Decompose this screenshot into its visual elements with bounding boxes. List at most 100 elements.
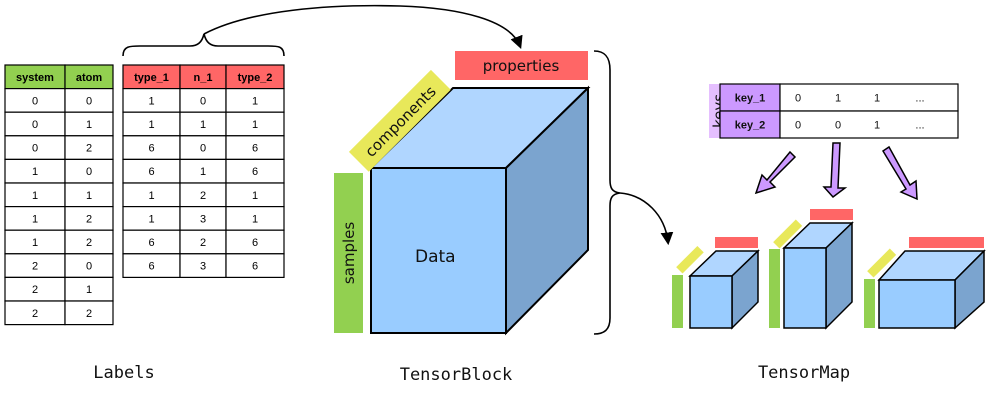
properties-table-row: 6 3 6 [122, 253, 285, 279]
key-value: 0 [795, 93, 801, 105]
properties-table-cell: 0 [200, 143, 206, 155]
tensorblock-caption: TensorBlock [400, 365, 513, 385]
samples-table-header-label: system [16, 72, 54, 84]
properties-table-cell: 1 [252, 213, 258, 225]
properties-table-cell: 1 [252, 119, 258, 131]
properties-link-arrow [203, 4, 523, 49]
properties-table-header-label: n_1 [194, 72, 213, 84]
properties-table-cell: 6 [148, 237, 154, 249]
properties-table-cell: 6 [252, 143, 258, 155]
block-3-components-bar [867, 248, 897, 278]
properties-table-cell: 1 [148, 95, 154, 107]
block-3-samples-bar [864, 279, 875, 328]
block-3-properties-bar [909, 237, 984, 248]
key-arrow-right [881, 145, 918, 201]
properties-table-cell: 1 [148, 213, 154, 225]
properties-table-cell: 1 [200, 119, 206, 131]
samples-table-cell: 1 [32, 166, 38, 178]
data-label: Data [415, 247, 456, 267]
samples-table-cell: 2 [86, 237, 92, 249]
samples-table-cell: 1 [32, 237, 38, 249]
properties-brace [122, 33, 285, 57]
key-value: 1 [874, 93, 880, 105]
key-value: ... [915, 120, 924, 132]
samples-table-cell: 1 [32, 190, 38, 202]
properties-table-cell: 6 [252, 237, 258, 249]
labels-caption: Labels [93, 363, 154, 383]
key-value: 0 [795, 120, 801, 132]
properties-table-cell: 2 [200, 237, 206, 249]
properties-table-header-label: type_2 [238, 72, 273, 84]
key-arrow-left [754, 150, 797, 195]
key-value: ... [915, 93, 924, 105]
block-1-components-bar [676, 245, 704, 274]
properties-table-cell: 6 [148, 166, 154, 178]
block-2-samples-bar [769, 249, 780, 328]
tensorblock-cube [368, 85, 591, 336]
properties-table-cell: 6 [252, 261, 258, 273]
samples-table-cell: 0 [86, 166, 92, 178]
key-name: key_1 [735, 93, 766, 105]
samples-table-header-label: atom [76, 72, 103, 84]
tensormap-caption: TensorMap [758, 363, 850, 383]
key-arrow-middle [822, 142, 848, 199]
properties-bar [455, 51, 588, 80]
samples-table-cell: 1 [86, 190, 92, 202]
samples-table-cell: 2 [86, 143, 92, 155]
tensormap-link-arrow [619, 192, 674, 246]
properties-table-cell: 2 [200, 190, 206, 202]
samples-table-cell: 0 [32, 119, 38, 131]
properties-table-cell: 0 [200, 95, 206, 107]
cube-front-face [370, 167, 507, 334]
samples-table-cell: 2 [86, 308, 92, 320]
samples-table-cell: 2 [32, 284, 38, 296]
properties-label: properties [483, 57, 560, 75]
samples-label: samples [340, 222, 358, 285]
samples-table-cell: 1 [86, 284, 92, 296]
properties-table-cell: 1 [252, 190, 258, 202]
properties-table-header-label: type_1 [134, 72, 169, 84]
properties-table-row: 6 1 6 [122, 158, 285, 184]
tensormap-block-1 [672, 237, 760, 330]
key-value: 1 [874, 120, 880, 132]
samples-table-cell: 0 [86, 261, 92, 273]
tensormap-block-2 [769, 209, 854, 330]
samples-table-cell: 1 [86, 119, 92, 131]
properties-table-cell: 6 [252, 166, 258, 178]
samples-bar [334, 173, 363, 333]
key-value: 0 [835, 120, 841, 132]
properties-table-cell: 3 [200, 213, 206, 225]
samples-table-cell: 0 [32, 143, 38, 155]
tensorblock-brace [593, 50, 621, 335]
properties-table-cell: 1 [200, 166, 206, 178]
samples-table-cell: 1 [32, 213, 38, 225]
samples-table-cell: 2 [86, 213, 92, 225]
properties-table-row: 6 2 6 [122, 229, 285, 255]
samples-table-cell: 2 [32, 308, 38, 320]
block-1-properties-bar [715, 237, 758, 248]
properties-table-row: 1 3 1 [122, 206, 285, 231]
properties-table-cell: 3 [200, 261, 206, 273]
key-arrows [754, 142, 918, 201]
properties-table-cell: 1 [252, 95, 258, 107]
properties-table-cell: 6 [148, 261, 154, 273]
samples-table-cell: 0 [86, 95, 92, 107]
properties-table-cell: 6 [148, 143, 154, 155]
block-2-properties-bar [810, 209, 853, 220]
